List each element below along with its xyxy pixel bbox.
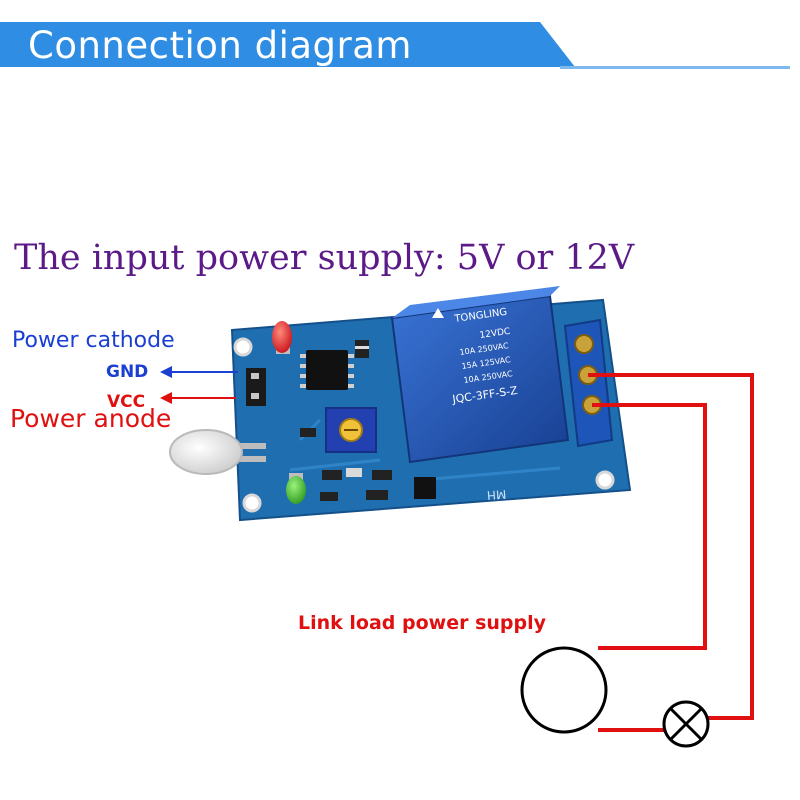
board-mark: MH	[486, 487, 506, 502]
mounting-hole	[233, 337, 253, 357]
red-led	[272, 321, 292, 353]
banner-underline	[560, 66, 790, 69]
relay-coil-voltage: 12VDC	[479, 327, 511, 341]
lamp-icon	[662, 700, 710, 748]
mounting-hole	[595, 470, 615, 490]
gnd-arrow	[160, 366, 238, 378]
load-supply-label: Link load power supply	[298, 612, 547, 634]
page-title: Connection diagram	[28, 24, 412, 67]
power-anode-label: Power anode	[10, 404, 172, 433]
green-led	[286, 476, 306, 504]
warning-icon	[432, 308, 444, 318]
input-power-note: The input power supply: 5V or 12V	[14, 238, 635, 278]
load-power-supply-symbol	[520, 646, 608, 734]
relay-module-board: TONGLING 12VDC 10A 250VAC 15A 125VAC 10A…	[169, 286, 632, 522]
relay: TONGLING 12VDC 10A 250VAC 15A 125VAC 10A…	[390, 286, 570, 464]
terminal-screw	[574, 334, 594, 354]
load-wiring	[588, 373, 754, 732]
transistor	[414, 477, 436, 499]
power-cathode-label: Power cathode	[12, 328, 175, 353]
gnd-label: GND	[106, 362, 149, 382]
mounting-hole	[242, 493, 262, 513]
ic-chip	[306, 350, 348, 390]
banner-shape	[0, 22, 575, 67]
photoresistor	[169, 429, 243, 475]
vcc-label: VCC	[107, 392, 146, 412]
header-banner: Connection diagram	[0, 22, 790, 72]
vcc-arrow	[160, 392, 236, 404]
terminal-block	[563, 318, 614, 448]
